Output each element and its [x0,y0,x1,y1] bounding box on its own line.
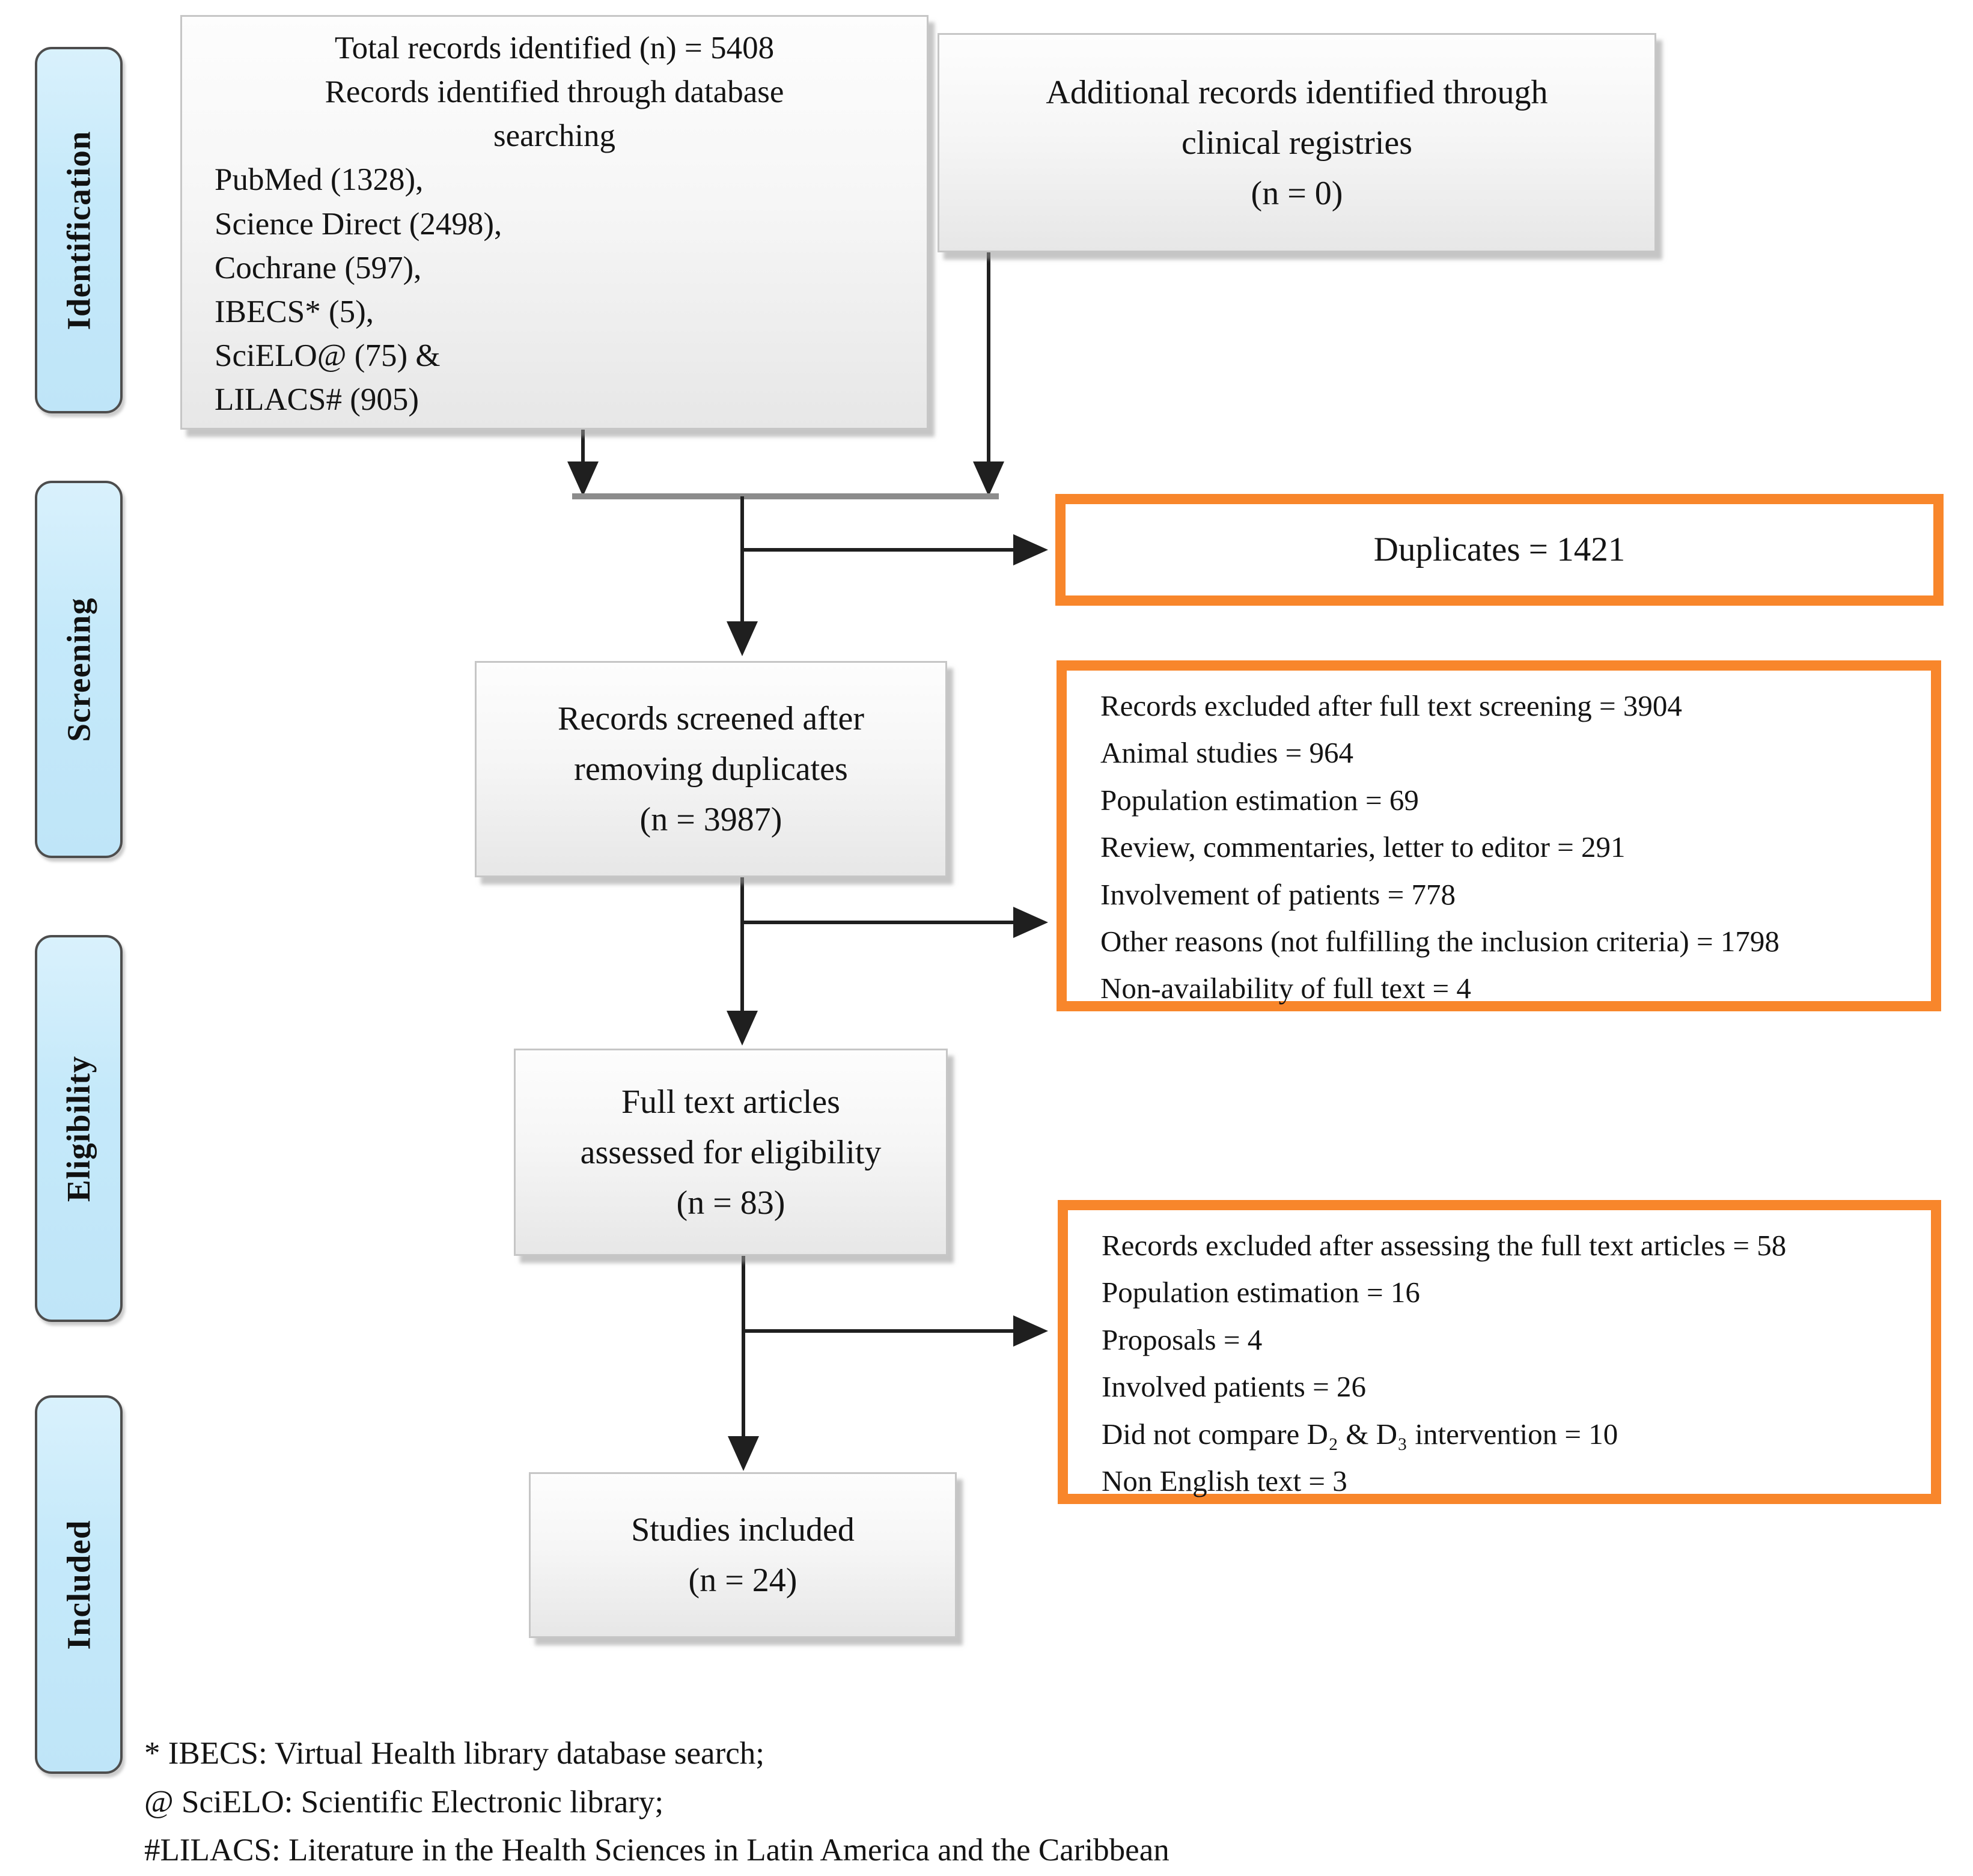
excluded-screening-involvement: Involvement of patients = 778 [1100,877,1456,911]
studies-included-line1: Studies included [631,1511,855,1549]
box-excluded-eligibility: Records excluded after assessing the ful… [1058,1200,1941,1504]
excluded-eligibility-nonenglish: Non English text = 3 [1102,1464,1347,1497]
additional-records-line1: Additional records identified through [1046,73,1548,111]
additional-records-line2: clinical registries [1181,124,1413,162]
arrowhead-branch-duplicates [1013,534,1048,565]
box-records-identified: Total records identified (n) = 5408 Reco… [180,15,929,430]
stage-label-included: Included [60,1520,97,1649]
arrowhead-branch-excluded-screening [1013,907,1048,938]
source-scielo: SciELO@ (75) & [215,338,441,373]
stage-tab-screening: Screening [35,481,123,858]
arrowhead-stem-screened [727,621,758,656]
stage-label-identification: Identification [60,130,97,330]
footnotes: * IBECS: Virtual Health library database… [144,1729,1169,1875]
excluded-screening-total: Records excluded after full text screeni… [1100,689,1682,722]
stage-tab-included: Included [35,1395,123,1774]
box-additional-records: Additional records identified through cl… [938,33,1656,252]
stage-label-screening: Screening [60,597,97,742]
arrowhead-additional-down [973,461,1004,496]
fulltext-line1: Full text articles [621,1083,840,1121]
box-duplicates: Duplicates = 1421 [1055,494,1944,606]
excluded-screening-animal: Animal studies = 964 [1100,736,1353,770]
records-identified-heading-line2: Records identified through database [325,75,784,110]
excluded-eligibility-involved: Involved patients = 26 [1102,1370,1366,1404]
fulltext-line2: assessed for eligibility [580,1133,882,1171]
arrowhead-stem-included [728,1436,759,1471]
arrowhead-stem-fulltext [727,1011,758,1046]
excluded-eligibility-compare: Did not compare D₂ & D₃ intervention = 1… [1102,1417,1618,1451]
excluded-eligibility-total: Records excluded after assessing the ful… [1102,1229,1787,1262]
excluded-screening-review: Review, commentaries, letter to editor =… [1100,830,1626,864]
source-ibecs: IBECS* (5), [215,294,374,329]
arrowhead-branch-excluded-eligibility [1013,1315,1048,1347]
box-records-screened: Records screened after removing duplicat… [475,661,947,877]
excluded-screening-other: Other reasons (not fulfilling the inclus… [1100,924,1779,958]
additional-records-count: (n = 0) [1251,174,1343,212]
footnote-scielo: @ SciELO: Scientific Electronic library; [144,1784,664,1820]
records-identified-heading-line1: Total records identified (n) = 5408 [334,31,775,65]
source-lilacs: LILACS# (905) [215,382,419,417]
records-identified-heading-line3: searching [493,118,616,154]
box-excluded-screening: Records excluded after full text screeni… [1057,660,1941,1011]
excluded-screening-nonavailability: Non-availability of full text = 4 [1100,972,1471,1005]
duplicates-text: Duplicates = 1421 [1373,531,1626,569]
stage-label-eligibility: Eligibility [60,1055,97,1202]
footnote-ibecs: * IBECS: Virtual Health library database… [144,1736,764,1771]
records-screened-line1: Records screened after [558,700,864,737]
studies-included-count: (n = 24) [688,1562,797,1599]
excluded-eligibility-proposals: Proposals = 4 [1102,1323,1263,1356]
arrowhead-identified-down [567,461,599,496]
excluded-eligibility-population: Population estimation = 16 [1102,1276,1420,1309]
source-cochrane: Cochrane (597), [215,250,422,285]
footnote-lilacs: #LILACS: Literature in the Health Scienc… [144,1833,1169,1868]
records-screened-count: (n = 3987) [639,801,782,838]
stage-tab-identification: Identification [35,47,123,413]
box-studies-included: Studies included (n = 24) [529,1472,957,1638]
excluded-screening-population: Population estimation = 69 [1100,783,1419,817]
source-pubmed: PubMed (1328), [215,162,424,198]
source-science-direct: Science Direct (2498), [215,206,502,242]
box-fulltext-assessed: Full text articles assessed for eligibil… [514,1049,948,1256]
stage-tab-eligibility: Eligibility [35,935,123,1322]
fulltext-count: (n = 83) [676,1184,785,1222]
records-screened-line2: removing duplicates [574,751,848,788]
